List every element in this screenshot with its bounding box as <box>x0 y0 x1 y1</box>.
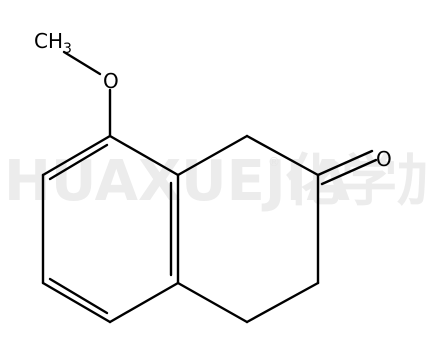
bonds <box>41 50 378 324</box>
watermark-registered-mark: ® <box>268 155 280 169</box>
ketone-oxygen-label: O <box>376 147 392 171</box>
bond-c3-c4 <box>245 281 320 324</box>
bond-c1-c2 <box>245 134 320 177</box>
bond-ring-c7-c8 <box>41 134 112 177</box>
watermark-chinese: 化学加 <box>285 149 426 214</box>
bond-carbonyl-2 <box>320 158 378 186</box>
bond-ring-c5-c6-inner <box>48 277 109 315</box>
bond-methyl-oxygen <box>62 50 102 76</box>
watermark: HUAXUEJIA ® 化学加 <box>4 149 426 214</box>
bond-ring-c7-c8-inner <box>48 143 109 181</box>
atom-labels: CH3 O O <box>34 29 392 171</box>
ether-oxygen-label: O <box>103 69 119 93</box>
methyl-subscript: 3 <box>63 41 72 57</box>
bond-c4-c4a <box>176 281 249 324</box>
bond-ring-c4a-c5 <box>108 281 180 324</box>
bond-ring-c8-c8a <box>108 134 180 177</box>
bond-ring-c5-c6 <box>41 281 112 324</box>
methyl-label: CH3 <box>34 29 72 57</box>
bond-carbonyl-1 <box>316 149 374 177</box>
methyl-ch: CH <box>34 29 63 53</box>
bond-c8a-c1 <box>176 134 249 177</box>
